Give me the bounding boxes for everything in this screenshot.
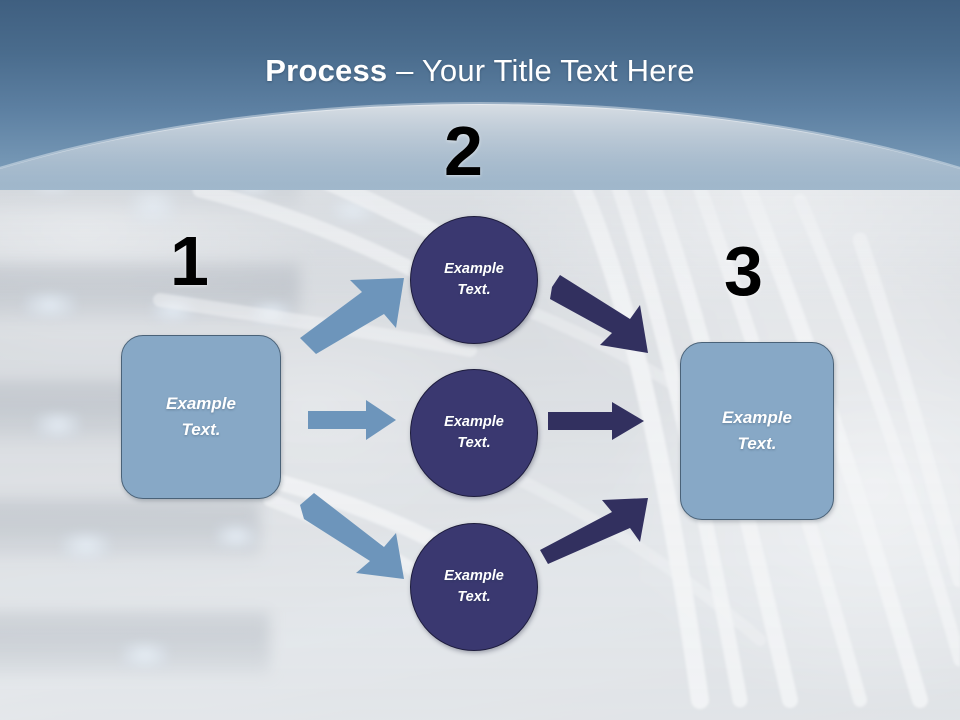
page-title-rest: Your Title Text Here [421,53,695,88]
page-title-separator: – [387,53,422,88]
circle-process-bottom[interactable]: Example Text. [410,523,538,651]
arrow-circle-bottom-to-output [540,498,650,564]
arrow-circle-middle-to-output [548,402,644,440]
stage-number-2: 2 [444,112,483,190]
arrow-input-to-circle-top [300,278,408,354]
output-process-box-label: Example Text. [722,408,792,453]
page-title: Process – Your Title Text Here [0,52,960,90]
page-title-bold: Process [265,53,388,88]
input-process-box-label: Example Text. [166,394,236,439]
header-curve-highlight [0,102,960,720]
circle-process-top[interactable]: Example Text. [410,216,538,344]
circle-process-top-label: Example Text. [444,261,504,298]
circle-process-bottom-label: Example Text. [444,568,504,605]
stage-number-1: 1 [170,222,209,300]
input-process-box[interactable]: Example Text. [121,335,281,499]
circle-process-middle[interactable]: Example Text. [410,369,538,497]
output-process-box[interactable]: Example Text. [680,342,834,520]
arrow-input-to-circle-bottom [300,493,412,579]
arrow-circle-top-to-output [550,275,658,357]
stage-number-3: 3 [724,232,763,310]
circle-process-middle-label: Example Text. [444,414,504,451]
arrow-input-to-circle-middle [308,400,396,440]
